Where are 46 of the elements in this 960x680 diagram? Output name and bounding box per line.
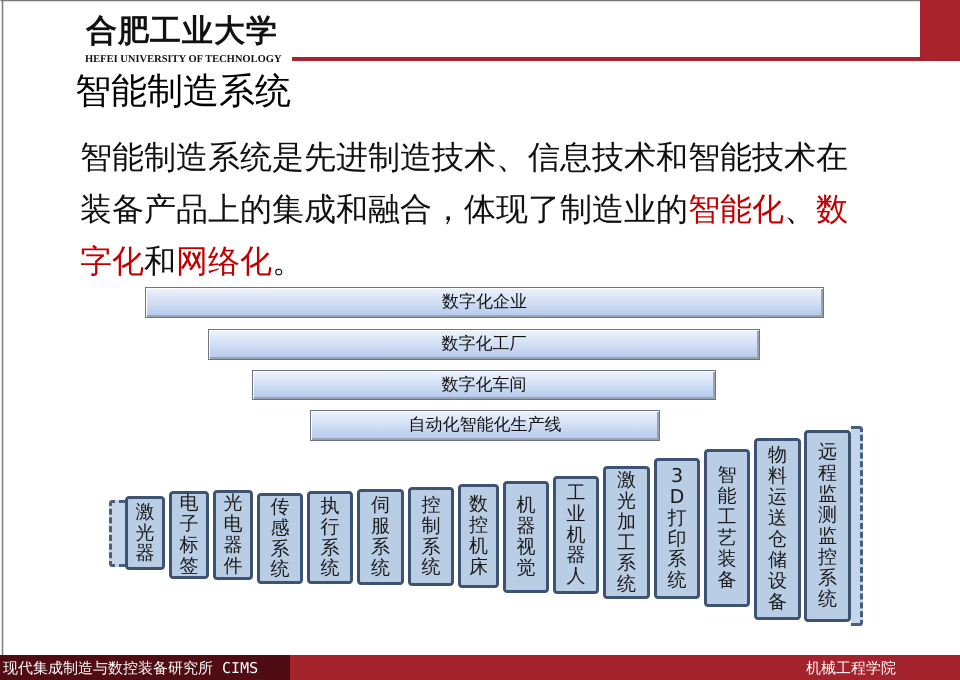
component-box <box>307 491 353 584</box>
slide-title: 智能制造系统 <box>75 70 291 114</box>
component-label: 传感系统 <box>270 496 290 580</box>
component-box <box>125 496 165 570</box>
component-box <box>603 466 650 599</box>
component-box <box>654 458 700 599</box>
dashed-box <box>109 500 125 567</box>
level-bar <box>310 410 660 441</box>
component-label: 物料运送仓储设备 <box>768 445 787 613</box>
level-bar <box>252 370 716 400</box>
level-bar <box>208 329 760 360</box>
component-box <box>357 489 404 585</box>
component-label: 激光加工系统 <box>617 470 636 596</box>
university-name: 合肥工业大学 <box>86 13 278 49</box>
body-paragraph: 智能制造系统是先进制造技术、信息技术和智能技术在装备产品上的集成和融合，体现了制造业的智能化、数字化和网络化。 <box>80 137 849 282</box>
dashed-box <box>851 426 863 626</box>
component-box <box>754 438 801 620</box>
bar-label: 数字化工厂 <box>442 334 526 355</box>
footer-school-name: 机械工程学院 <box>806 659 896 677</box>
component-box <box>804 430 851 622</box>
component-box <box>408 487 454 586</box>
component-box <box>458 484 499 588</box>
component-box <box>704 449 750 607</box>
component-box <box>169 491 209 579</box>
component-label: 电子标签 <box>180 493 198 577</box>
component-box <box>213 490 253 580</box>
component-label: 3D打印系统 <box>668 466 686 592</box>
component-label: 工业机器人 <box>566 482 586 588</box>
component-label: 机器视觉 <box>516 495 536 579</box>
level-bar <box>145 287 824 318</box>
component-label: 执行系统 <box>320 496 340 580</box>
bar-label: 数字化车间 <box>442 374 526 396</box>
footer-institute-name: 现代集成制造与数控装备研究所 CIMS <box>3 659 258 677</box>
bar-label: 数字化企业 <box>442 292 527 313</box>
university-name-english: HEFEI UNIVERSITY OF TECHNOLOGY <box>85 53 282 66</box>
component-label: 激光器 <box>136 502 154 564</box>
component-label: 远程监测监控系统 <box>818 442 837 610</box>
component-box <box>257 493 303 584</box>
component-box <box>553 476 599 594</box>
component-label: 控制系统 <box>422 494 440 578</box>
component-label: 伺服系统 <box>371 495 390 579</box>
component-label: 智能工艺装备 <box>718 465 736 591</box>
component-label: 光电器件 <box>224 493 242 577</box>
component-label: 数控机床 <box>469 494 488 578</box>
bar-label: 自动化智能化生产线 <box>408 415 562 436</box>
component-box <box>503 481 549 593</box>
